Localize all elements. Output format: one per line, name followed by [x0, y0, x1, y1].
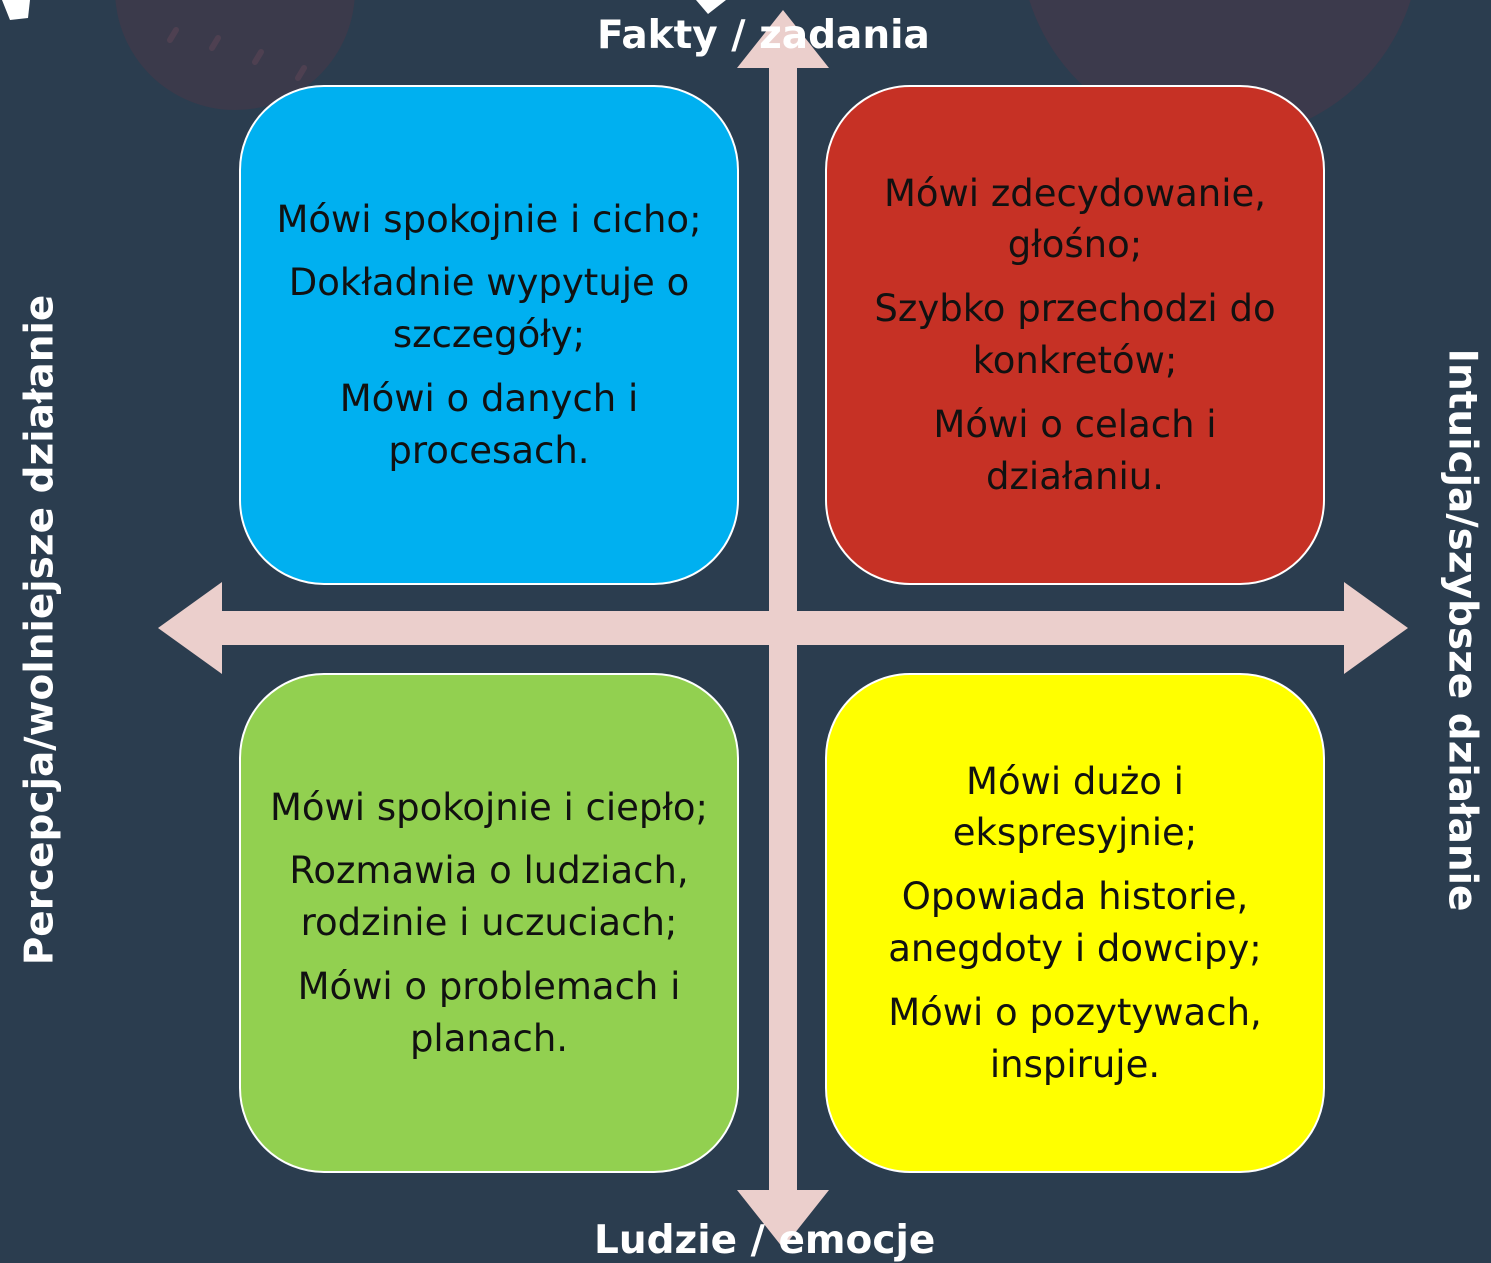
axis-label-bottom: Ludzie / emocje — [594, 1218, 936, 1263]
decorative-dashes — [167, 27, 307, 81]
quadrant-text: Opowiada historie, anegdoty i dowcipy; — [888, 875, 1262, 970]
quadrant-text: Mówi o problemach i planach. — [297, 964, 681, 1060]
vertical-axis-arrow — [737, 10, 829, 1248]
quadrant-text: Mówi zdecydowanie, głośno; — [883, 171, 1267, 267]
axis-label-right: Intuicja/szybsze działanie — [1439, 348, 1485, 912]
quadrant-top-left: Mówi spokojnie i cicho; Dokładnie wypytu… — [239, 85, 739, 585]
cropped-title-glyph — [696, 0, 726, 14]
quadrant-text: Mówi o pozytywach, inspiruje. — [888, 990, 1262, 1086]
quadrant-text: Mówi dużo i ekspresyjnie; — [952, 759, 1198, 855]
quadrant-bottom-right: Mówi dużo i ekspresyjnie; Opowiada histo… — [825, 673, 1325, 1173]
quadrant-text: Rozmawia o ludziach, rodzinie i uczuciac… — [289, 849, 689, 945]
axis-label-left: Percepcja/wolniejsze działanie — [17, 294, 63, 966]
quadrant-bottom-left: Mówi spokojnie i ciepło; Rozmawia o ludz… — [239, 673, 739, 1173]
quadrant-text: Szybko przechodzi do konkretów; — [874, 287, 1276, 382]
quadrant-top-right: Mówi zdecydowanie, głośno; Szybko przech… — [825, 85, 1325, 585]
axis-label-top: Fakty / zadania — [597, 13, 930, 58]
quadrant-text: Mówi spokojnie i ciepło; — [269, 785, 709, 829]
quadrant-text: Mówi spokojnie i cicho; — [276, 197, 702, 241]
quadrant-text: Dokładnie wypytuje o szczegóły; — [288, 261, 690, 357]
quadrant-text: Mówi o celach i działaniu. — [933, 402, 1217, 498]
quadrant-text: Mówi o danych i procesach. — [339, 376, 639, 472]
cropped-title-glyph — [2, 0, 30, 20]
